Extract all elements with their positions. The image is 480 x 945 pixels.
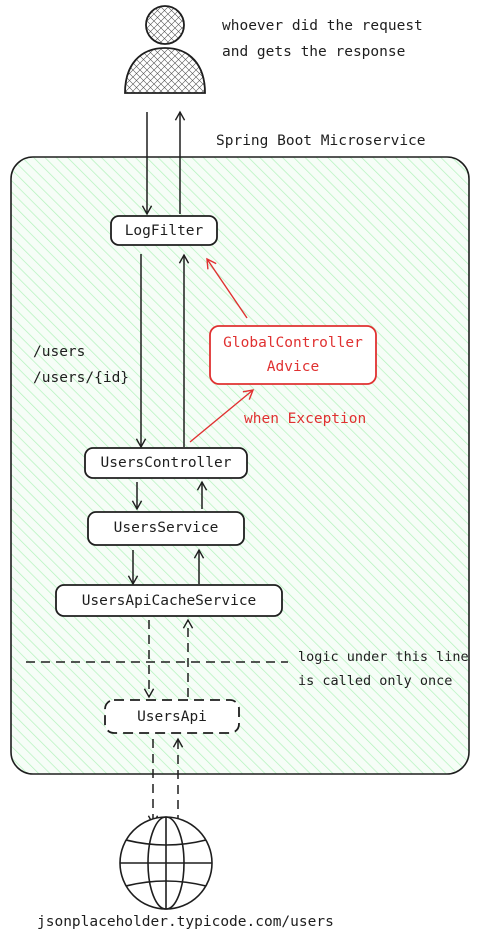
log-filter-node: LogFilter [110,215,218,246]
routes-line1: /users [33,344,85,360]
client-user-icon [124,5,206,94]
routes-line2: /users/{id} [33,370,129,386]
service-title: Spring Boot Microservice [216,133,426,149]
exception-label: when Exception [244,411,366,427]
users-controller-label: UsersController [101,455,232,471]
users-api-label: UsersApi [137,709,207,725]
boundary-note-line1: logic under this line [298,649,469,665]
external-api-url: jsonplaceholder.typicode.com/users [37,914,334,930]
users-controller-node: UsersController [84,447,248,479]
users-api-cache-service-label: UsersApiCacheService [82,593,257,609]
globe-icon [119,816,213,910]
global-advice-label-line1: GlobalController [223,335,363,351]
global-advice-label-line2: Advice [267,359,319,375]
advice-to-logfilter-arrow [206,257,248,319]
users-api-node: UsersApi [104,699,240,734]
users-service-label: UsersService [114,520,219,536]
users-service-node: UsersService [87,511,245,546]
log-filter-label: LogFilter [125,223,204,239]
users-api-cache-service-node: UsersApiCacheService [55,584,283,617]
client-caption-line1: whoever did the request [222,18,423,34]
boundary-note-line2: is called only once [298,673,452,689]
client-caption-line2: and gets the response [222,44,405,60]
exception-arrow [189,389,255,443]
global-controller-advice-node: GlobalController Advice [209,325,377,385]
